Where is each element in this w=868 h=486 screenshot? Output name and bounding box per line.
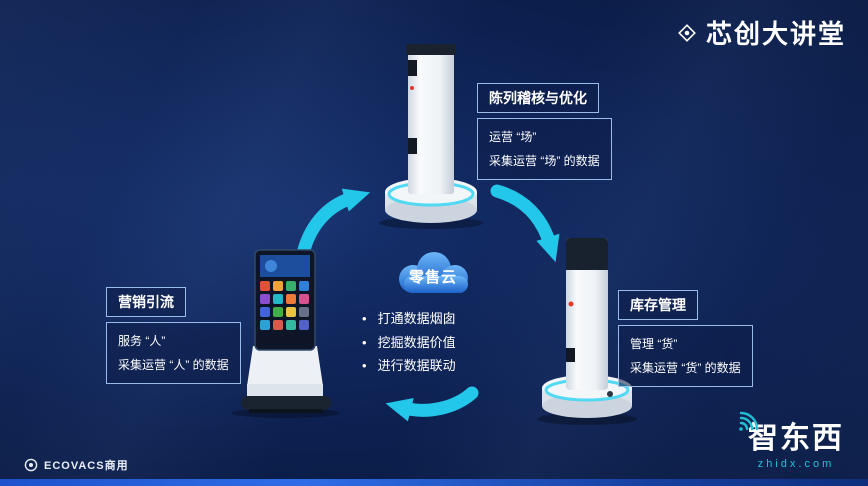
marketing-robot-image (232, 249, 340, 418)
retail-cloud: 零售云 (383, 246, 483, 305)
node-desc-line: 采集运营 “场” 的数据 (489, 154, 600, 168)
node-title: 库存管理 (618, 290, 698, 320)
robot-screen-app-grid (260, 281, 309, 330)
zhidx-url: zhidx.com (757, 458, 835, 470)
cloud-bullet: 进行数据联动 (362, 358, 456, 374)
bottom-accent-bar (0, 479, 868, 486)
ecovacs-logo: ECOVACS商用 (24, 457, 129, 473)
cloud-bullet-list: 打通数据烟囱 挖掘数据价值 进行数据联动 (362, 303, 456, 382)
ecovacs-logo-text: ECOVACS商用 (44, 460, 129, 472)
zhidx-logo-text: 智东西 (748, 422, 844, 455)
node-title: 营销引流 (106, 287, 186, 317)
inventory-robot-image (537, 238, 637, 425)
shelf-audit-robot-image (379, 44, 483, 229)
node-desc: 运营 “场” 采集运营 “场” 的数据 (477, 118, 612, 180)
ecovacs-logo-icon (24, 458, 38, 472)
node-desc-line: 运营 “场” (489, 130, 537, 144)
cloud-icon (399, 252, 468, 293)
node-desc-line: 服务 “人” (118, 334, 166, 348)
node-desc: 服务 “人” 采集运营 “人” 的数据 (106, 322, 241, 384)
cloud-bullet: 挖掘数据价值 (362, 335, 456, 351)
arrow-right-to-left (385, 386, 479, 422)
node-inventory: 库存管理 管理 “货” 采集运营 “货” 的数据 (618, 290, 753, 387)
zhidx-logo: 智东西 zhidx.com (739, 411, 844, 470)
header: 芯创大讲堂 (677, 14, 846, 51)
node-shelf-audit: 陈列稽核与优化 运营 “场” 采集运营 “场” 的数据 (477, 83, 612, 180)
node-title: 陈列稽核与优化 (477, 83, 599, 113)
cloud-bullet: 打通数据烟囱 (362, 311, 456, 327)
lecture-logo-icon (678, 23, 696, 42)
node-desc: 管理 “货” 采集运营 “货” 的数据 (618, 325, 753, 387)
node-desc-line: 采集运营 “人” 的数据 (118, 358, 229, 372)
page-title: 芯创大讲堂 (705, 19, 846, 49)
node-desc-line: 管理 “货” (630, 337, 678, 351)
node-marketing: 营销引流 服务 “人” 采集运营 “人” 的数据 (106, 287, 241, 384)
node-desc-line: 采集运营 “货” 的数据 (630, 361, 741, 375)
wifi-signal-icon (739, 411, 759, 431)
cloud-label: 零售云 (408, 269, 457, 286)
